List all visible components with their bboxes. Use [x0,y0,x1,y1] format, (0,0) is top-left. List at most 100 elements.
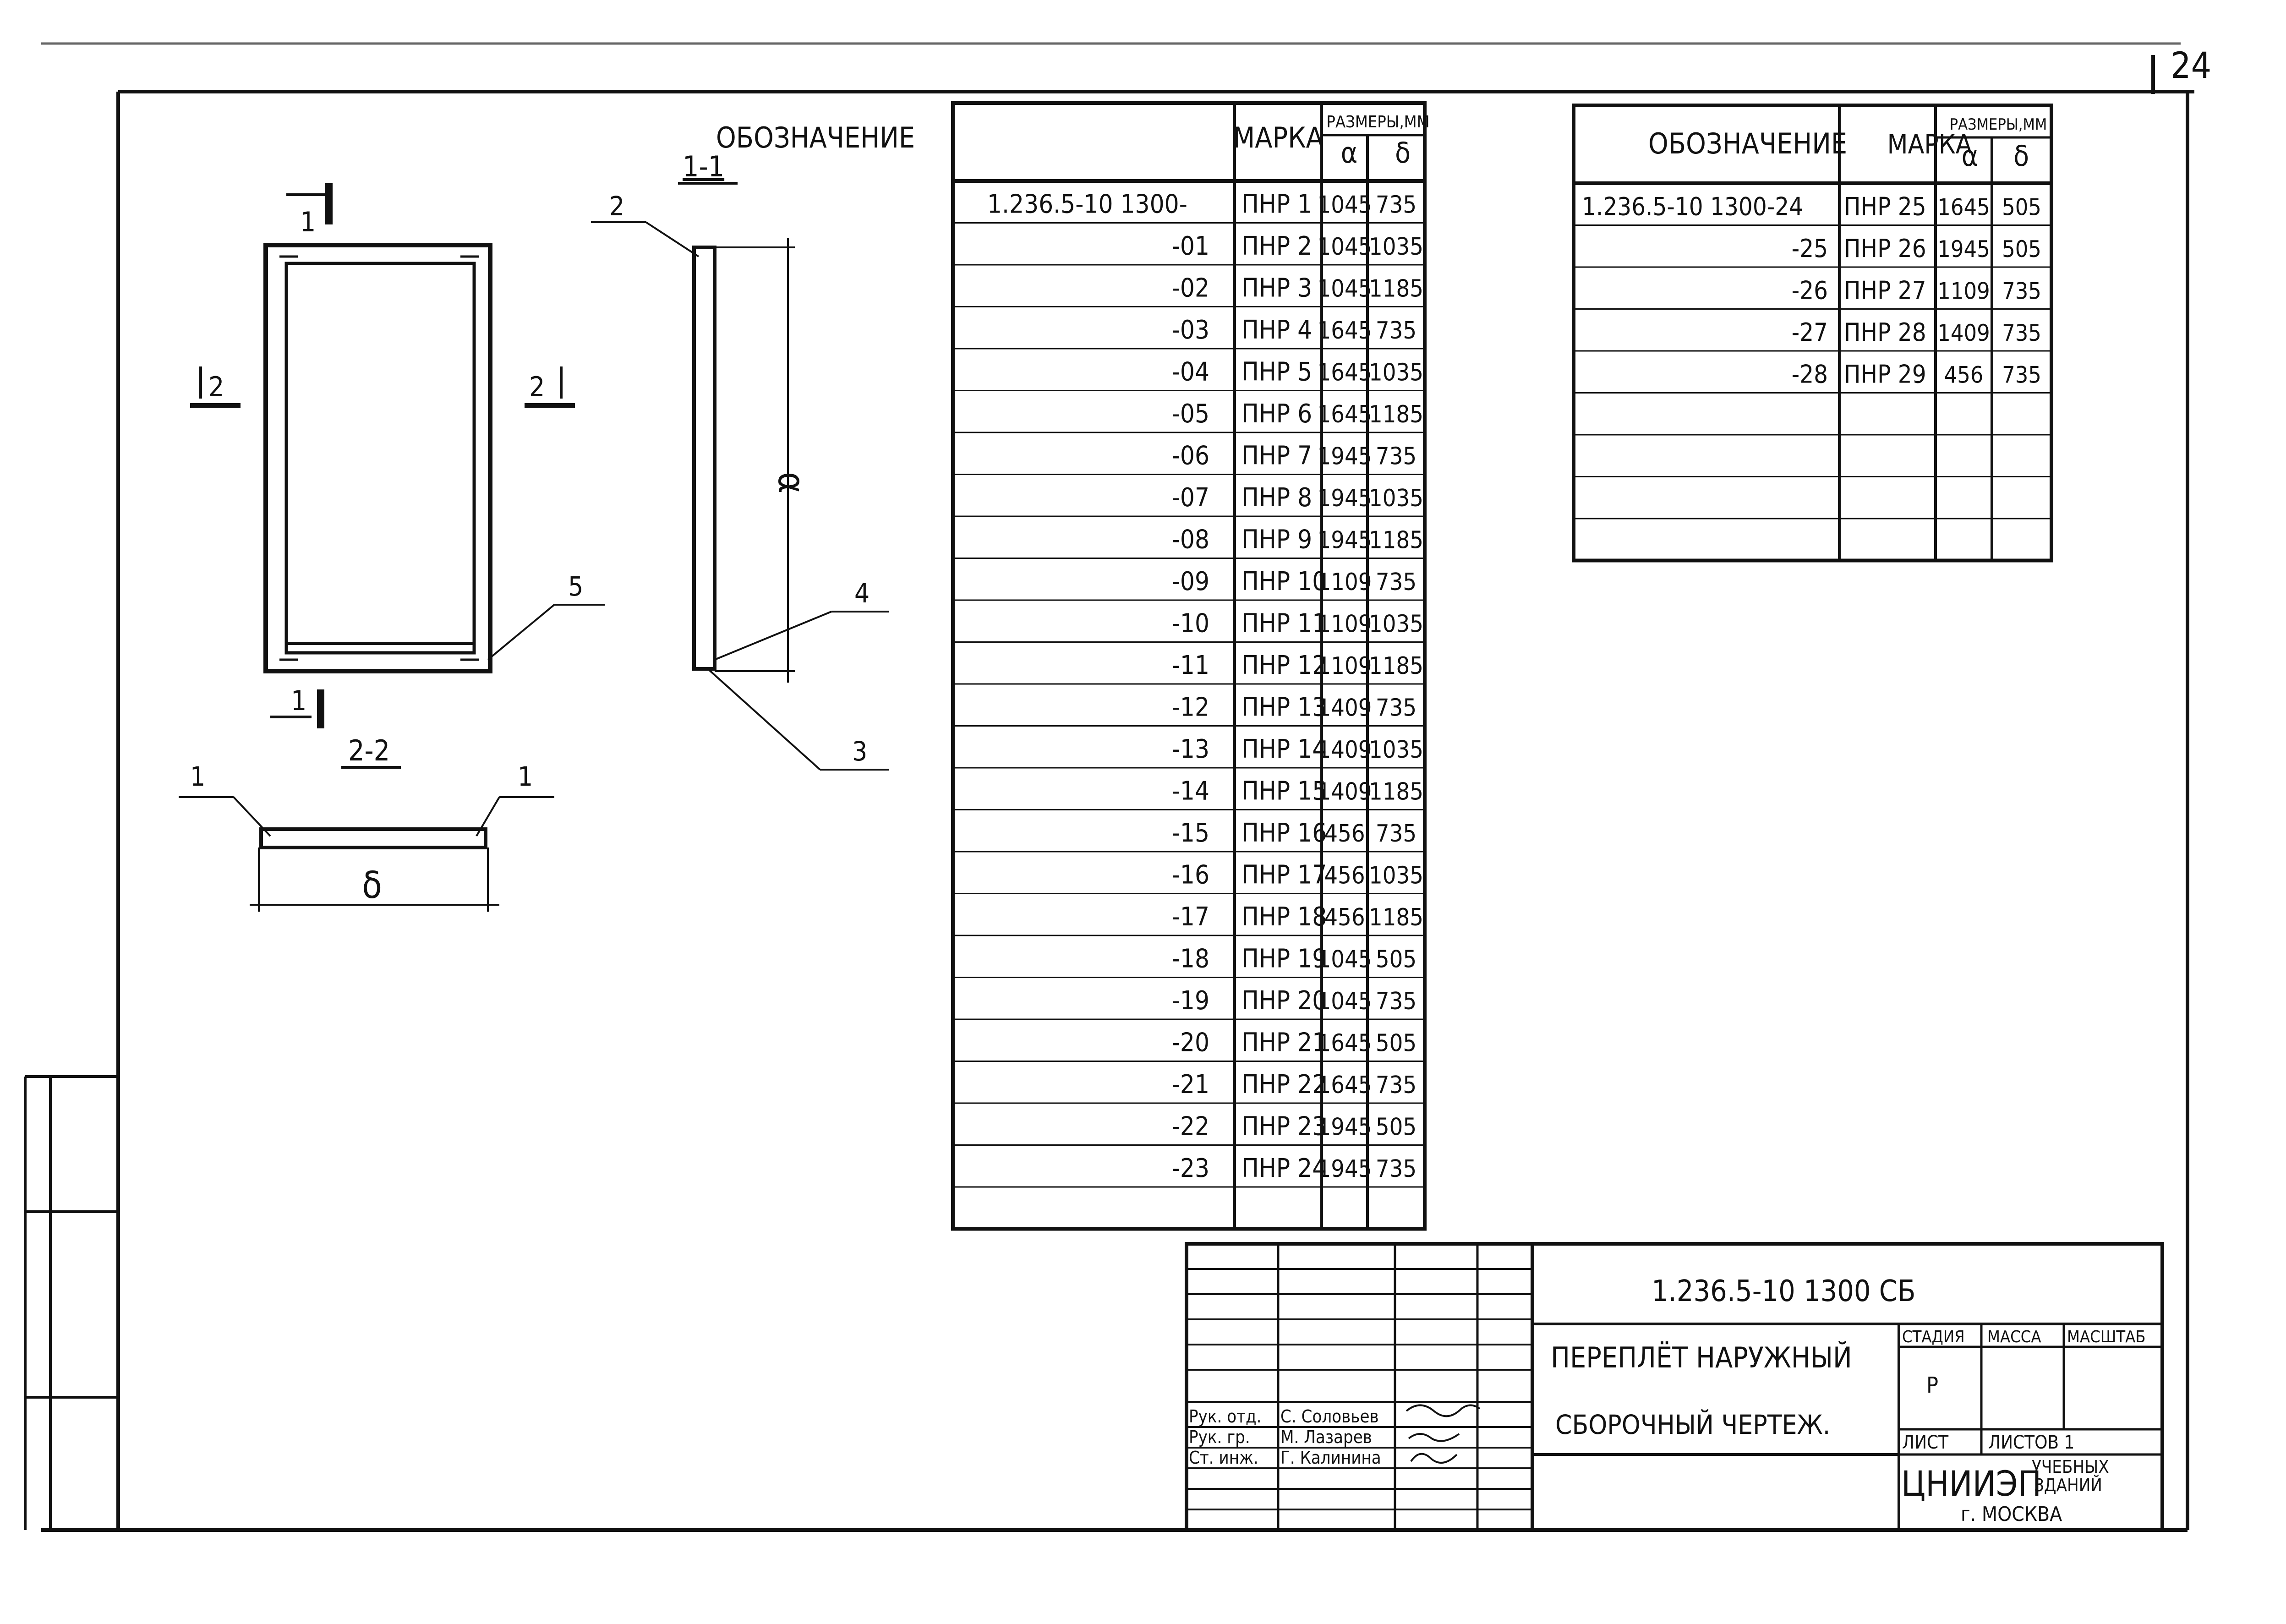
cell-size-a: 1645 [1317,1072,1372,1099]
marks-table-1: ОБОЗНАЧЕНИЕ МАРКА РАЗМЕРЫ,ММ α δ 1.236.5… [716,101,1430,1231]
cell-designation: -16 [1172,860,1209,890]
table-1-header-designation: ОБОЗНАЧЕНИЕ [716,121,915,154]
cell-designation: -28 [1792,360,1828,389]
cell-size-a: 456 [1324,904,1365,931]
signatures-block: Рук. отд. С. Соловьев Рук. гр. М. Лазаре… [1189,1404,1481,1468]
scale-label: МАСШТАБ [2067,1328,2146,1346]
organization-city: г. МОСКВА [1961,1503,2062,1526]
cell-size-b: 1185 [1369,652,1423,680]
cell-designation: 1.236.5-10 1300- [987,190,1187,219]
cell-size-b: 1185 [1369,904,1423,931]
cell-mark: ПНР 2 [1241,231,1312,261]
cell-size-a: 456 [1944,362,1984,388]
cell-mark: ПНР 8 [1241,483,1312,513]
table-1-header-a: α [1341,136,1358,170]
cell-size-a: 1945 [1317,1155,1372,1183]
cell-mark: ПНР 15 [1241,776,1327,806]
cell-mark: ПНР 7 [1241,441,1312,471]
dimension-a-label: α [770,472,813,493]
signer-role-2: Рук. гр. [1189,1427,1250,1447]
table-2-header-a: α [1962,139,1979,173]
cell-size-b: 735 [1376,569,1416,596]
cut-mark-right-label: 2 [529,371,545,403]
cell-designation: -19 [1172,986,1209,1016]
table-1-header: ОБОЗНАЧЕНИЕ МАРКА РАЗМЕРЫ,ММ α δ [716,113,1430,170]
cell-mark: ПНР 10 [1241,567,1327,596]
table-2-header-designation: ОБОЗНАЧЕНИЕ [1648,127,1847,160]
cell-size-b: 1185 [1369,401,1423,428]
cell-size-b: 1035 [1369,233,1423,261]
cut-mark-top-label: 1 [300,206,316,238]
table-1-border [951,101,1427,1231]
signature-1 [1406,1404,1481,1417]
cell-size-a: 1409 [1317,778,1372,806]
cell-size-a: 1645 [1317,1030,1372,1057]
cell-designation: -26 [1792,276,1828,305]
cell-designation: -21 [1172,1070,1209,1099]
cell-mark: ПНР 14 [1241,734,1327,764]
title-line-1: ПЕРЕПЛЁТ НАРУЖНЫЙ [1551,1341,1852,1374]
cell-designation: -03 [1172,315,1209,345]
cell-size-b: 505 [2002,194,2041,221]
cell-size-b: 1185 [1369,527,1423,554]
window-frame-elevation [263,243,492,673]
cell-mark: ПНР 27 [1844,276,1926,305]
cell-designation: -14 [1172,776,1209,806]
table-2-header-sizes: РАЗМЕРЫ,ММ [1950,115,2047,134]
dimension-b-label: δ [362,864,382,907]
table-1-header-mark: МАРКА [1233,121,1323,154]
callout-2-label: 2 [609,191,624,222]
cell-size-b: 1185 [1369,275,1423,303]
cell-size-a: 1045 [1317,233,1372,261]
stage-label: СТАДИЯ [1902,1328,1965,1346]
cell-size-a: 1045 [1317,988,1372,1015]
cell-size-a: 1109 [1317,611,1372,638]
cell-size-a: 1045 [1317,946,1372,973]
cell-size-a: 1945 [1937,236,1990,262]
cell-size-a: 1645 [1317,359,1372,387]
section-2-2-profile: δ [250,827,499,912]
organization-sub-1: УЧЕБНЫХ [2032,1457,2109,1477]
cell-designation: -15 [1172,818,1209,848]
cell-designation: -06 [1172,441,1209,471]
cell-size-b: 735 [1376,191,1416,219]
title-block [1185,1242,2164,1532]
table-1-header-sizes: РАЗМЕРЫ,ММ [1326,113,1429,131]
cell-designation: -23 [1172,1154,1209,1183]
section-2-2-title: 2-2 [348,734,390,767]
cell-size-a: 1045 [1317,191,1372,219]
callout-3-label: 3 [852,736,867,767]
cell-size-a: 1645 [1317,317,1372,344]
cell-size-a: 1645 [1937,194,1990,221]
cell-mark: ПНР 23 [1241,1112,1327,1142]
cell-mark: ПНР 25 [1844,192,1926,221]
cell-designation: -02 [1172,273,1209,303]
cell-mark: ПНР 22 [1241,1070,1327,1099]
callout-5-label: 5 [568,571,583,602]
cell-designation: -07 [1172,483,1209,513]
cell-size-b: 735 [1376,694,1416,722]
signer-name-1: С. Соловьев [1280,1406,1379,1427]
cell-designation: -01 [1172,231,1209,261]
cell-designation: -22 [1172,1112,1209,1142]
cell-designation: -25 [1792,234,1828,263]
cell-size-a: 1409 [1937,320,1990,346]
section-1-1-profile: α [692,238,813,683]
cell-designation: -04 [1172,357,1209,387]
